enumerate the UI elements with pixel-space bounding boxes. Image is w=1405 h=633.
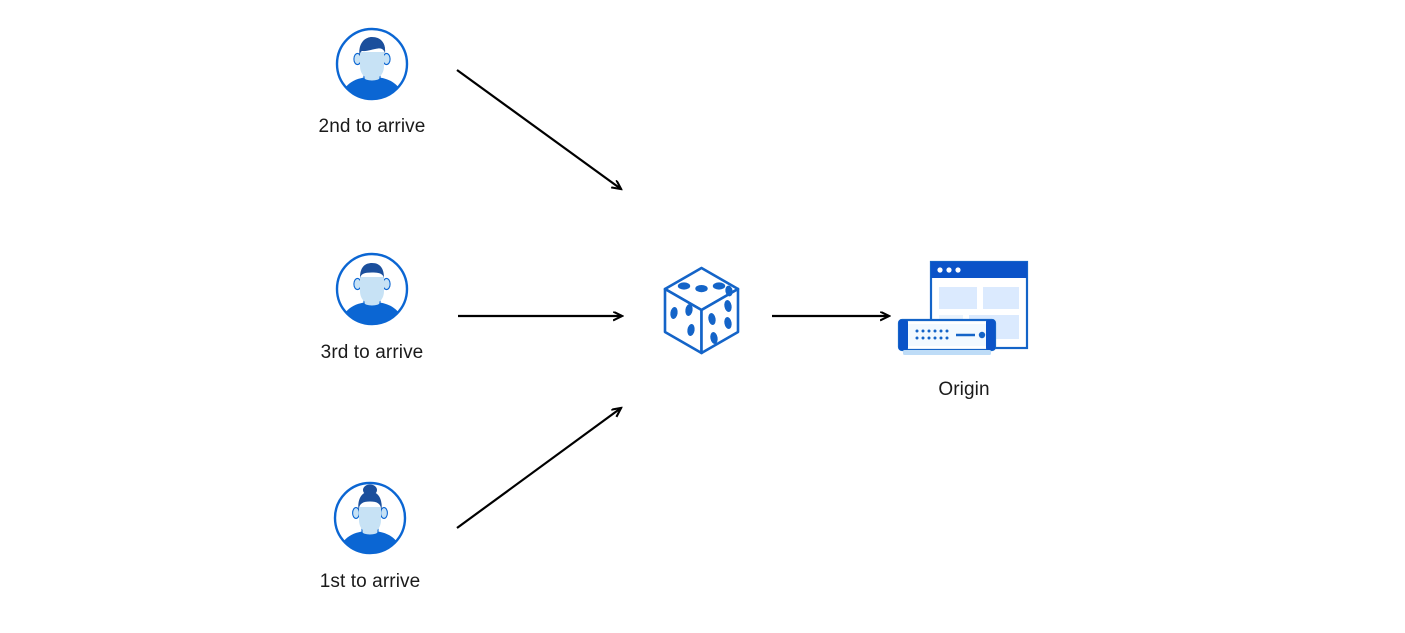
user-avatar-icon (332, 480, 408, 556)
arrow-1st-to-dice (456, 408, 621, 529)
user-avatar-icon (334, 251, 410, 327)
node-label-client-3rd: 3rd to arrive (320, 342, 424, 363)
node-origin-server (895, 258, 1035, 368)
node-load-balancer-dice (659, 263, 744, 363)
node-label-client-2nd: 2nd to arrive (318, 116, 426, 137)
node-label-client-1st: 1st to arrive (319, 571, 421, 592)
dice-icon (659, 263, 744, 363)
user-avatar-icon (334, 26, 410, 102)
node-label-origin: Origin (938, 379, 990, 400)
router-device-icon (897, 318, 997, 355)
arrow-2nd-to-dice (456, 69, 621, 189)
origin-server-icon (895, 258, 1035, 368)
